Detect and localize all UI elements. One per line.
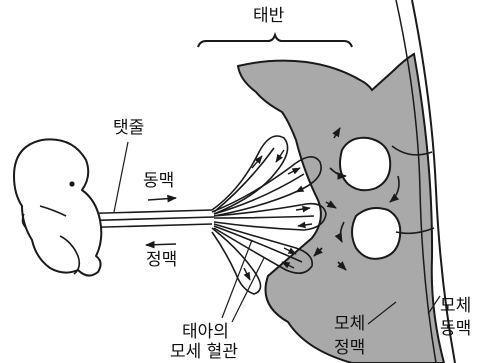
maternal-blood-space-upper (340, 138, 390, 191)
artery-flow-arrow (148, 198, 176, 200)
placenta-bracket (198, 35, 352, 47)
maternal-blood-space-lower (352, 208, 400, 259)
placenta-label: 태반 (253, 6, 284, 26)
vein-flow-arrow (146, 244, 176, 245)
capillary-leader-1 (222, 240, 252, 318)
umbilical-cord-leader (114, 142, 128, 212)
vein-label: 정맥 (146, 250, 177, 270)
fetal-capillary-label-line2: 모세 혈관 (170, 342, 238, 362)
maternal-vein-label-line2: 정맥 (334, 338, 365, 358)
maternal-artery-label-line1: 모체 (440, 296, 471, 316)
maternal-vein-label-line1: 모체 (334, 314, 365, 334)
artery-label: 동맥 (143, 171, 174, 191)
umbilical-cord-label: 탯줄 (113, 118, 144, 138)
fetus-eye (69, 181, 74, 186)
maternal-artery-label-line2: 동맥 (440, 319, 471, 339)
fetus (14, 139, 101, 275)
fetal-capillary-label-line1: 태아의 (182, 322, 229, 342)
